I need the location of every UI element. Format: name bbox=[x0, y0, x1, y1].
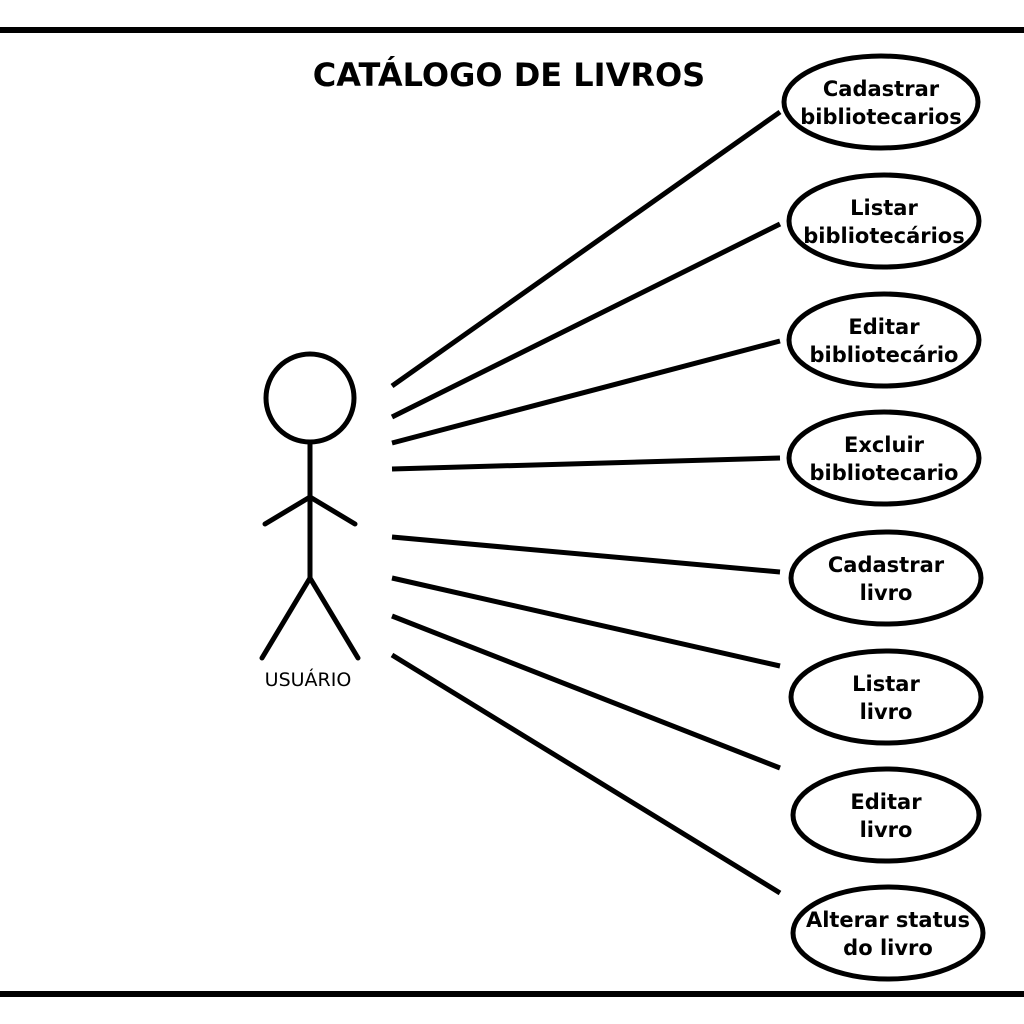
use-case-alterar-status-livro: Alterar status do livro bbox=[790, 884, 986, 982]
association-lines bbox=[390, 109, 782, 896]
association-line-editar-bibliotecario bbox=[391, 338, 781, 446]
association-line-cadastrar-bibliotecarios bbox=[390, 109, 782, 389]
use-case-excluir-bibliotecario: Excluir bibliotecario bbox=[786, 409, 982, 507]
use-case-label-line: Listar bbox=[852, 672, 920, 696]
use-case-ellipse bbox=[786, 291, 982, 389]
association-line-excluir-bibliotecario bbox=[391, 455, 781, 472]
use-case-listar-livro: Listar livro bbox=[788, 648, 984, 746]
use-case-label-line: Listar bbox=[850, 196, 918, 220]
use-case-ellipse bbox=[781, 53, 981, 151]
use-case-listar-bibliotecarios: Listar bibliotecários bbox=[786, 172, 982, 270]
actor-right-leg bbox=[307, 575, 361, 661]
use-case-ellipse bbox=[790, 766, 982, 864]
use-case-label-line: bibliotecários bbox=[803, 224, 964, 248]
actor-left-leg bbox=[259, 575, 313, 661]
use-case-label-line: Alterar status bbox=[806, 908, 970, 932]
use-case-label-line: do livro bbox=[843, 936, 933, 960]
use-case-label-line: Excluir bbox=[844, 433, 925, 457]
use-case-label-line: Cadastrar bbox=[823, 77, 940, 101]
association-line-alterar-status-livro bbox=[390, 652, 782, 896]
actor-left-arm bbox=[262, 494, 313, 527]
actor-figure bbox=[259, 351, 361, 661]
use-case-ellipse bbox=[790, 884, 986, 982]
use-case-editar-bibliotecario: Editar bibliotecário bbox=[786, 291, 982, 389]
use-case-cadastrar-bibliotecarios: Cadastrar bibliotecarios bbox=[781, 53, 981, 151]
diagram-title: CATÁLOGO DE LIVROS bbox=[313, 56, 705, 94]
use-case-label-line: livro bbox=[860, 818, 913, 842]
use-case-ellipse bbox=[788, 648, 984, 746]
actor-right-arm bbox=[307, 494, 358, 527]
association-line-listar-livro bbox=[391, 575, 781, 669]
association-line-listar-bibliotecarios bbox=[390, 221, 782, 420]
use-case-label-line: Editar bbox=[850, 790, 922, 814]
actor-label: USUÁRIO bbox=[265, 668, 352, 691]
use-case-ellipse bbox=[786, 409, 982, 507]
use-case-label-line: bibliotecarios bbox=[800, 105, 961, 129]
use-case-ellipse bbox=[786, 172, 982, 270]
use-case-label-line: livro bbox=[860, 700, 913, 724]
use-case-label-line: bibliotecário bbox=[810, 343, 959, 367]
use-case-label-line: Editar bbox=[848, 315, 920, 339]
use-case-ellipse bbox=[788, 529, 984, 627]
use-case-editar-livro: Editar livro bbox=[790, 766, 982, 864]
use-case-label-line: bibliotecario bbox=[810, 461, 959, 485]
use-case-label-line: livro bbox=[860, 581, 913, 605]
association-line-editar-livro bbox=[391, 613, 781, 771]
use-case-label-line: Cadastrar bbox=[828, 553, 945, 577]
use-case-cadastrar-livro: Cadastrar livro bbox=[788, 529, 984, 627]
actor-head bbox=[263, 351, 357, 445]
association-line-cadastrar-livro bbox=[391, 534, 781, 575]
